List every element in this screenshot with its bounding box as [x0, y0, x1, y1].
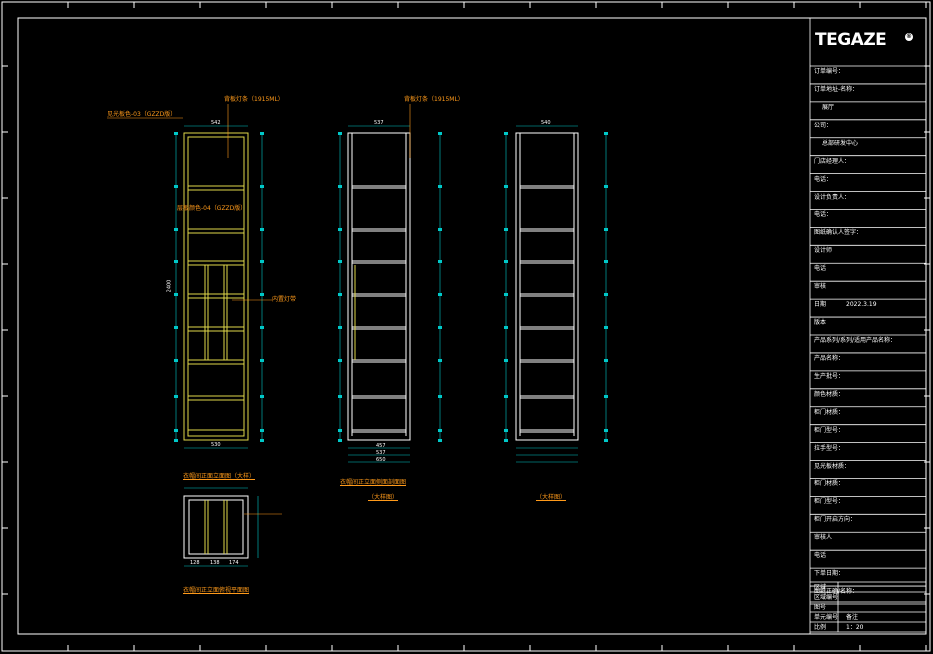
title-block-label: 审核 — [814, 283, 827, 291]
caption-sub-1: （大样图） — [368, 494, 399, 501]
title-block-label: 图纸确认人签字： — [814, 229, 863, 237]
title-block-label: 产品名称： — [814, 354, 845, 362]
title-block-label: 电话： — [814, 175, 833, 183]
dim-tick — [260, 260, 264, 263]
title-block-label: 订单编号： — [814, 68, 845, 75]
title-block-label: 设计师 — [814, 247, 833, 255]
note-shelf-material: 层板颜色-04（GZZD版） — [177, 205, 247, 212]
dim-tick — [174, 185, 178, 188]
title-block-label: 电话： — [814, 211, 833, 219]
dim-tick — [174, 260, 178, 263]
title-block-label: 柜门型号： — [814, 498, 845, 506]
title-block-bottom-value: 1：20 — [846, 624, 864, 631]
title-block-label: 柜门材质： — [814, 480, 845, 488]
dim-plan-c: 174 — [229, 560, 239, 566]
section-view-1 — [339, 104, 441, 463]
caption-front: 衣帽间正面立面图（大样） — [183, 473, 256, 480]
caption-plan: 衣帽间正立面俯视平面图 — [183, 587, 250, 594]
section-view-2 — [505, 125, 607, 463]
plan-view — [183, 487, 282, 567]
title-block-label: 电话 — [814, 265, 827, 273]
title-block-label: 设计负责人： — [814, 193, 851, 201]
title-block-value: 2022.3.19 — [846, 301, 877, 309]
dim-tick — [260, 185, 264, 188]
dim-sec-top: 537 — [374, 120, 384, 126]
dim-tick — [174, 326, 178, 329]
dim-tick — [260, 228, 264, 231]
dim-height: 2400 — [166, 279, 173, 293]
note-led-strip-2: 背板灯条（1915ML） — [404, 96, 464, 103]
title-block-label: 生产批号： — [814, 372, 845, 380]
title-block-bottom-label: 比例 — [814, 624, 827, 631]
dim-plan-b: 138 — [210, 560, 220, 566]
dim-tick — [260, 439, 264, 442]
dim-top-width: 542 — [211, 120, 221, 126]
registered-icon: ® — [905, 33, 913, 41]
dim-sec-w3: 650 — [376, 457, 386, 463]
title-block-label: 下单日期： — [814, 570, 845, 578]
title-block-label: 订单地址-名称： — [814, 85, 859, 93]
title-block-bottom-label: 图号 — [814, 604, 827, 611]
title-block-label: 柜门开启方向： — [814, 516, 857, 524]
dim-tick — [174, 293, 178, 296]
dim-plan-a: 128 — [190, 560, 200, 566]
title-block-value: 展厅 — [822, 103, 835, 111]
dim-tick — [174, 228, 178, 231]
dim-tick — [174, 132, 178, 135]
dim-tick — [338, 439, 342, 442]
title-block-label: 审核人 — [814, 534, 833, 542]
dim-tick — [438, 439, 442, 442]
title-block-label: 公司： — [814, 121, 833, 129]
title-block-label: 拉手型号： — [814, 444, 845, 452]
title-block-bottom-label: 单元编号 — [814, 614, 839, 621]
dim-tick — [260, 395, 264, 398]
title-block-value: 总部研发中心 — [822, 139, 859, 147]
title-block-label: 柜门材质： — [814, 408, 845, 416]
dim-tick — [174, 359, 178, 362]
dim-tick — [260, 429, 264, 432]
title-block-label: 柜门型号： — [814, 426, 845, 434]
dim-bottom-width: 530 — [211, 442, 221, 448]
title-block-label: 图纸正确/名称： — [814, 588, 859, 596]
title-block-label: 版本 — [814, 319, 827, 327]
title-block-label: 产品系列/系列/适用产品名称： — [814, 337, 897, 344]
brand-logo: TEGAZE — [815, 30, 887, 50]
dim-tick — [174, 439, 178, 442]
title-block-bottom-label: 区域 — [814, 584, 827, 591]
dim-tick — [260, 293, 264, 296]
dim-tick — [174, 395, 178, 398]
title-block-bottom-label: 区域编号 — [814, 594, 839, 601]
title-block-label: 见光板材质： — [814, 462, 851, 470]
title-block-label: 颜色材质： — [814, 390, 845, 398]
title-block-bottom-value: 备注 — [846, 614, 859, 621]
title-block-label: 日期 — [814, 301, 827, 309]
dim-tick — [174, 429, 178, 432]
dim-tick — [260, 132, 264, 135]
caption-sub-2: （大样图） — [536, 494, 567, 501]
dim-tick — [604, 439, 608, 442]
dim-tick — [260, 359, 264, 362]
caption-section: 衣帽间正立面侧面剖面图 — [340, 479, 407, 486]
dim-tick — [504, 439, 508, 442]
dim-tick — [260, 326, 264, 329]
note-inner-light: 内置灯带 — [272, 296, 297, 303]
dim-sec-w2: 537 — [376, 450, 386, 456]
note-frame-material: 见光板色-03（GZZD版） — [107, 111, 177, 118]
dim-sec2-top: 540 — [541, 120, 551, 126]
note-led-strip-1: 背板灯条（1915ML） — [224, 96, 284, 103]
title-block-label: 电话 — [814, 552, 827, 560]
title-block-label: 门店经理人： — [814, 157, 851, 165]
dim-sec-w1: 457 — [376, 443, 386, 449]
